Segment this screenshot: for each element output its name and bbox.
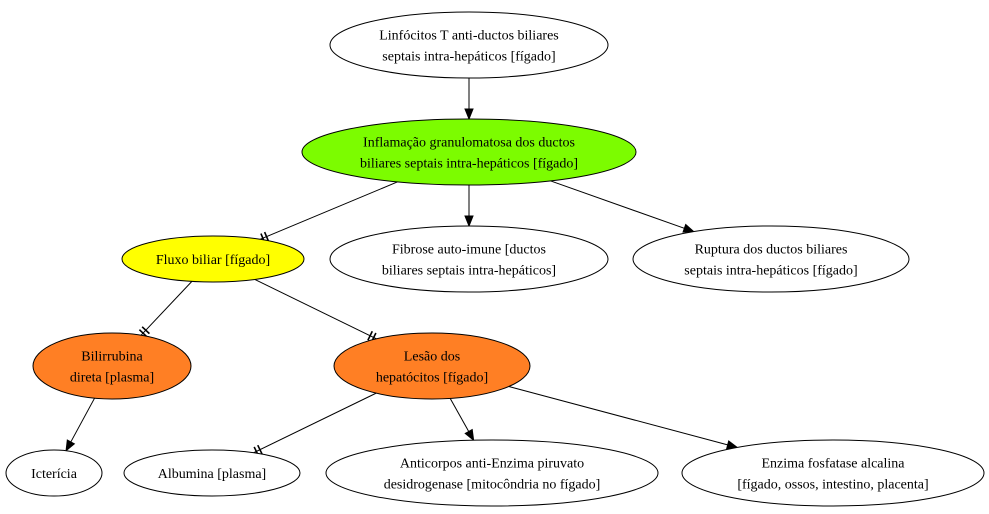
edge-lesao-to-fosfatase — [508, 386, 739, 450]
node-ellipse — [123, 449, 301, 497]
edges-layer — [65, 78, 739, 457]
node-ellipse — [329, 225, 609, 293]
node-ictericia[interactable]: Icterícia — [5, 449, 103, 497]
tee-bar — [367, 330, 374, 341]
tee-bar — [257, 444, 263, 455]
arrowhead — [65, 439, 76, 452]
node-fluxo[interactable]: Fluxo biliar [fígado] — [121, 235, 305, 283]
edge-line — [140, 281, 193, 336]
node-ellipse — [333, 332, 531, 400]
node-ellipse — [301, 118, 637, 186]
node-ellipse — [5, 449, 103, 497]
node-label: Fluxo biliar [fígado] — [156, 253, 270, 268]
nodes-layer: Linfócitos T anti-ductos biliares septais… — [5, 11, 985, 507]
tee-bar — [263, 231, 270, 242]
arrowhead — [464, 108, 474, 121]
node-ellipse — [325, 439, 659, 507]
edge-bilirrubina-to-ictericia — [65, 397, 95, 452]
arrowhead — [464, 428, 475, 442]
edge-lesao-to-albumina — [253, 392, 377, 457]
node-inflamacao[interactable]: Inflamação granulomatosa dos ductos bilia… — [301, 118, 637, 186]
edge-inflamacao-to-fluxo — [259, 181, 398, 244]
node-label: Bilirrubina — [81, 350, 143, 365]
node-ruptura[interactable]: Ruptura dos ductos biliares septais intra… — [632, 225, 910, 293]
node-ellipse — [32, 332, 192, 400]
node-linfocitos[interactable]: Linfócitos T anti-ductos biliares septais… — [329, 11, 609, 79]
node-ellipse — [121, 235, 305, 283]
node-label: Fibrose auto-imune [ductos — [392, 243, 546, 258]
node-label: [fígado, ossos, intestino, placenta] — [737, 478, 928, 493]
edge-fluxo-to-bilirrubina — [138, 281, 193, 338]
node-lesao[interactable]: Lesão dos hepatócitos [fígado] — [333, 332, 531, 400]
node-label: Anticorpos anti-Enzima piruvato — [400, 457, 584, 472]
node-label: septais intra-hepáticos [fígado] — [382, 50, 555, 65]
node-fosfatase[interactable]: Enzima fosfatase alcalina [fígado, ossos,… — [681, 439, 985, 507]
node-albumina[interactable]: Albumina [plasma] — [123, 449, 301, 497]
edge-line — [550, 180, 685, 229]
node-fibrose[interactable]: Fibrose auto-imune [ductos biliares septa… — [329, 225, 609, 293]
node-label: biliares septais intra-hepáticos] — [382, 264, 556, 279]
node-anticorpos[interactable]: Anticorpos anti-Enzima piruvato desidroge… — [325, 439, 659, 507]
tee-bar — [138, 329, 148, 338]
edge-line — [253, 392, 377, 454]
node-ellipse — [632, 225, 910, 293]
edge-line — [449, 398, 470, 432]
edge-line — [70, 397, 95, 443]
edge-linfocitos-to-inflamacao — [464, 78, 474, 121]
node-bilirrubina[interactable]: Bilirrubina direta [plasma] — [32, 332, 192, 400]
node-label: Inflamação granulomatosa dos ductos — [363, 136, 575, 151]
edge-fluxo-to-lesao — [254, 278, 377, 343]
node-label: Albumina [plasma] — [158, 467, 266, 482]
edge-line — [508, 386, 728, 446]
node-label: direta [plasma] — [70, 371, 154, 386]
node-label: Icterícia — [31, 467, 78, 482]
node-label: Ruptura dos ductos biliares — [695, 243, 848, 258]
node-label: hepatócitos [fígado] — [376, 371, 488, 386]
node-label: Lesão dos — [404, 350, 460, 365]
node-label: desidrogenase [mitocôndria no fígado] — [384, 478, 601, 493]
node-ellipse — [681, 439, 985, 507]
node-label: Linfócitos T anti-ductos biliares — [379, 29, 559, 44]
arrowhead — [682, 223, 696, 233]
node-ellipse — [329, 11, 609, 79]
tee-bar — [141, 326, 150, 335]
node-label: biliares septais intra-hepáticos [fígado… — [360, 157, 578, 172]
arrowhead — [464, 215, 474, 228]
edge-lesao-to-anticorpos — [449, 398, 475, 442]
node-label: septais intra-hepáticos [fígado] — [684, 264, 857, 279]
edge-line — [254, 278, 377, 340]
node-label: Enzima fosfatase alcalina — [761, 457, 905, 472]
edge-inflamacao-to-ruptura — [550, 180, 696, 233]
edge-line — [259, 181, 398, 240]
edge-inflamacao-to-fibrose — [464, 185, 474, 228]
